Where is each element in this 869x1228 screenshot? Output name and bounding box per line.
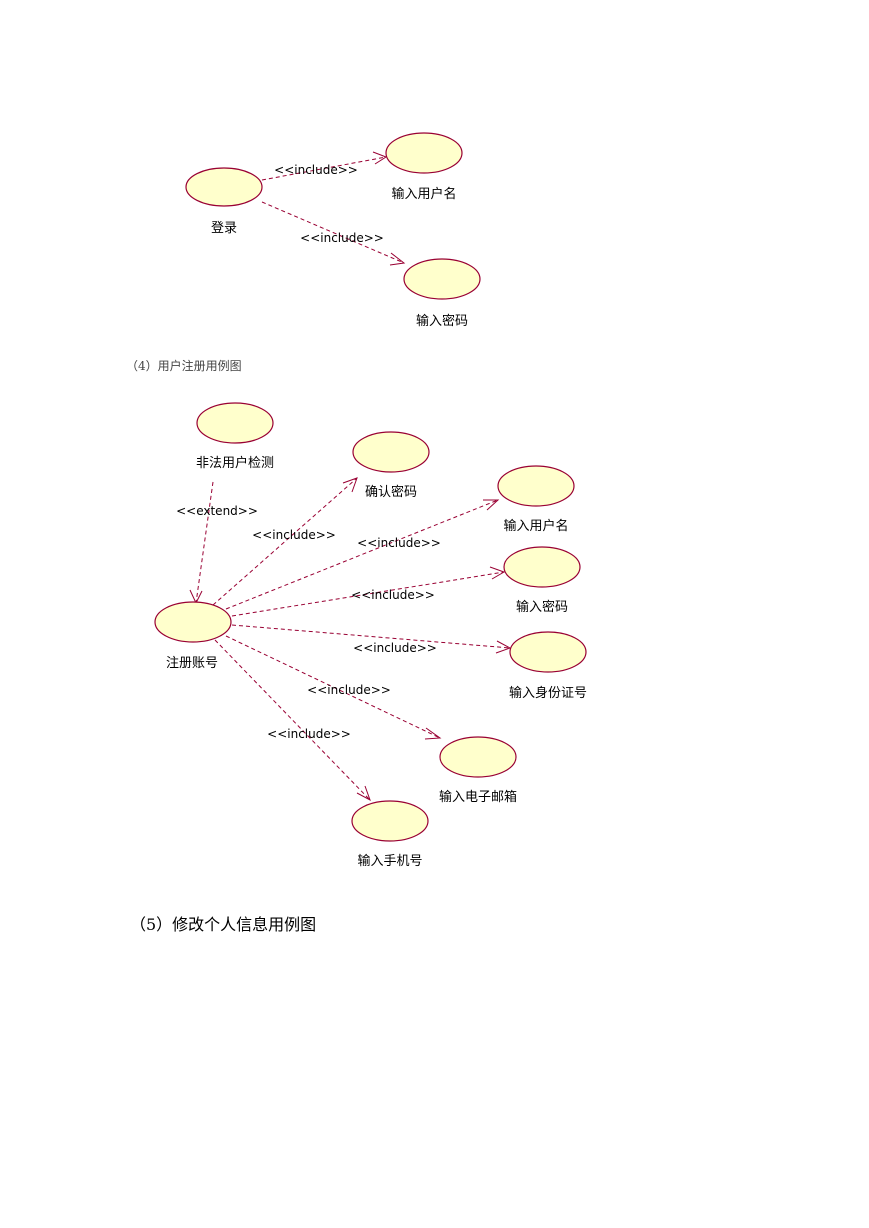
arrow-head-icon <box>489 566 506 580</box>
extend-connector-illegal-check <box>195 481 214 604</box>
use-case-input-password <box>403 258 481 300</box>
use-case-input-phone <box>351 800 429 842</box>
figure-caption-register: （4）用户注册用例图 <box>126 358 242 373</box>
stereotype-label-include: <<include>> <box>274 163 358 177</box>
arrow-head-icon <box>389 252 406 266</box>
stereotype-label-include: <<include>> <box>357 536 441 550</box>
use-case-input-password <box>503 546 581 588</box>
arrow-head-icon <box>356 785 371 802</box>
use-case-label-illegal-user-check: 非法用户检测 <box>196 455 274 471</box>
use-case-label-input-id-number: 输入身份证号 <box>509 685 587 701</box>
use-case-register-account <box>154 601 232 643</box>
stereotype-label-include: <<include>> <box>252 528 336 542</box>
arrow-head-icon <box>495 640 512 654</box>
figure-caption-modify-info: （5）修改个人信息用例图 <box>130 915 316 934</box>
stereotype-label-include: <<include>> <box>267 727 351 741</box>
arrow-head-icon <box>342 477 358 493</box>
use-case-label-input-email: 输入电子邮箱 <box>439 789 517 805</box>
include-connector-id-number <box>231 624 511 649</box>
use-case-input-email <box>439 736 517 778</box>
use-case-input-id-number <box>509 631 587 673</box>
use-case-confirm-password <box>352 431 430 473</box>
use-case-label-input-password: 输入密码 <box>516 599 568 615</box>
use-case-label-input-password: 输入密码 <box>416 313 468 329</box>
include-connector-username <box>261 156 387 181</box>
use-case-label-confirm-password: 确认密码 <box>365 484 417 500</box>
include-connector-phone <box>214 639 371 801</box>
use-case-illegal-user-check <box>196 402 274 444</box>
arrow-head-icon <box>424 727 442 740</box>
arrow-head-icon <box>372 151 388 165</box>
use-case-label-input-phone: 输入手机号 <box>357 853 422 869</box>
use-case-input-username <box>385 132 463 174</box>
use-case-label-login: 登录 <box>211 221 237 236</box>
use-case-label-input-username: 输入用户名 <box>503 518 568 534</box>
login-use-case-diagram: 登录 输入用户名 输入密码 <<include>> <<include>> <box>185 132 481 329</box>
use-case-login <box>185 167 263 207</box>
stereotype-label-include: <<include>> <box>307 683 391 697</box>
stereotype-label-include: <<include>> <box>300 231 384 245</box>
use-case-label-input-username: 输入用户名 <box>391 186 456 202</box>
register-use-case-diagram: 非法用户检测 确认密码 输入用户名 输入密码 输入身份证号 输入电子邮箱 输入手… <box>154 402 587 869</box>
use-case-input-username <box>497 465 575 507</box>
stereotype-label-include: <<include>> <box>353 641 437 655</box>
use-case-label-register-account: 注册账号 <box>166 656 218 671</box>
stereotype-label-include: <<include>> <box>351 588 435 602</box>
stereotype-label-extend: <<extend>> <box>176 504 258 518</box>
arrow-head-icon <box>483 499 500 511</box>
include-connector-email <box>225 635 441 739</box>
include-connector-password <box>231 571 505 617</box>
include-connector-password <box>261 201 405 264</box>
